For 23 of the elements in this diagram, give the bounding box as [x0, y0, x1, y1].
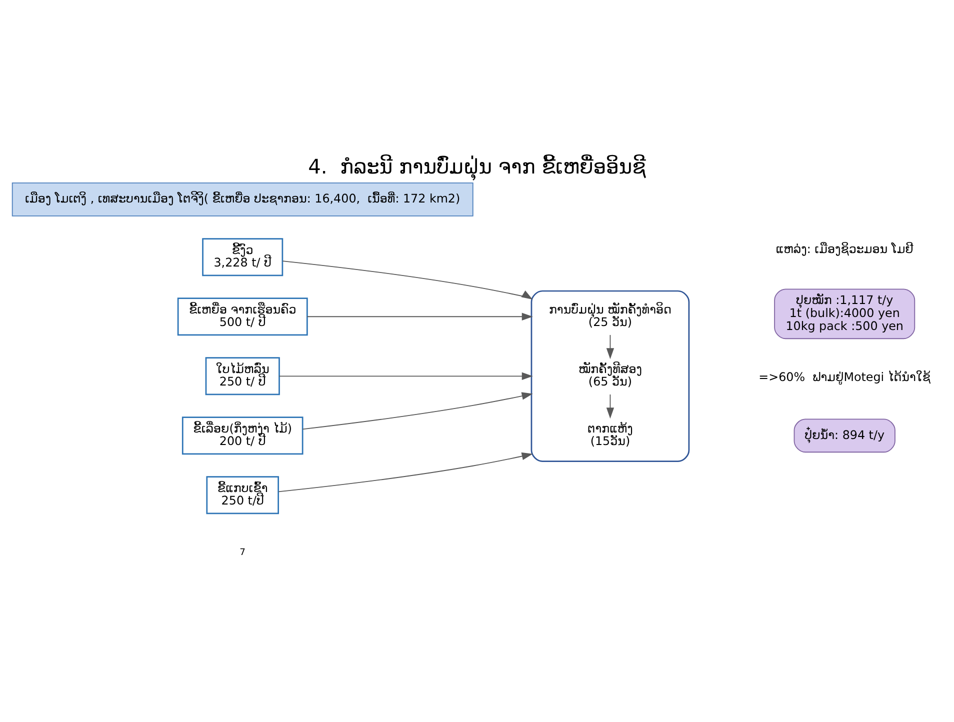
node-text: ການບົ່ມຝຸ່ນ ໝັກຄັ້ງທໍາອິດ (25 ວັນ): [548, 302, 672, 329]
node-box: ຂີ້ງົວ 3,228 t/ ປີ: [202, 238, 284, 276]
node-box: ໃບໄມ້ຫລົ່ນ 250 t/ ປີ: [205, 356, 280, 395]
node-text: ໝັກຄັ້ງທີສອງ (65 ວັນ): [578, 361, 642, 388]
arrow: [606, 394, 614, 418]
arrow: [306, 312, 533, 320]
node-box: ຂີ້ເລື່ອຍ(ກິ່ງຫງ່າ ໄມ້) 200 t/ ປີ: [182, 416, 304, 454]
arrow: [606, 334, 614, 359]
label: ແຫລ່ງ: ເມືອງຊິວະມອນ ໂມຢີ: [776, 241, 914, 256]
arrow: [282, 260, 533, 300]
node-box: ຂີ້ເຫຍື່ອ ຈາກເຮືອນຄົວ 500 t/ ປີ: [177, 297, 308, 336]
arrow: [278, 452, 533, 492]
arrow: [278, 372, 533, 380]
label: =>60% ຟາມຢູ່Motegi ໄດ້ນໍາໃຊ້: [758, 370, 931, 384]
node-text: ຕາກແຫ້ງ (15ວັນ): [588, 420, 633, 448]
node-box: ເມືອງ ໂມເຕງິ , ເທສະບານເມືອງ ໂຕຈິງິ( ຂີ້ເຫຍື່ອ ປະຊາກອນ: 16,400, ເນື້ອທີ່: 172 km2): [12, 182, 474, 216]
label: 7: [240, 548, 246, 558]
diagram-title: 4. ກໍລະນີ ການບົ່ມຝຸ່ນ ຈາກ ຂີ້ເຫຍື່ອອິນຊີ: [308, 154, 646, 178]
node-box: ປຸຍໝັກ :1,117 t/y 1t (bulk):4000 yen 10kg pack :500 yen: [774, 288, 916, 339]
node-box: ຂີ້ແກບເຂົ້າ 250 t/ປີ: [206, 476, 279, 514]
node-box: ປຸ໋ຍນໍ້າ: 894 t/y: [794, 418, 896, 452]
arrow: [302, 392, 533, 430]
cluster: [530, 290, 690, 462]
